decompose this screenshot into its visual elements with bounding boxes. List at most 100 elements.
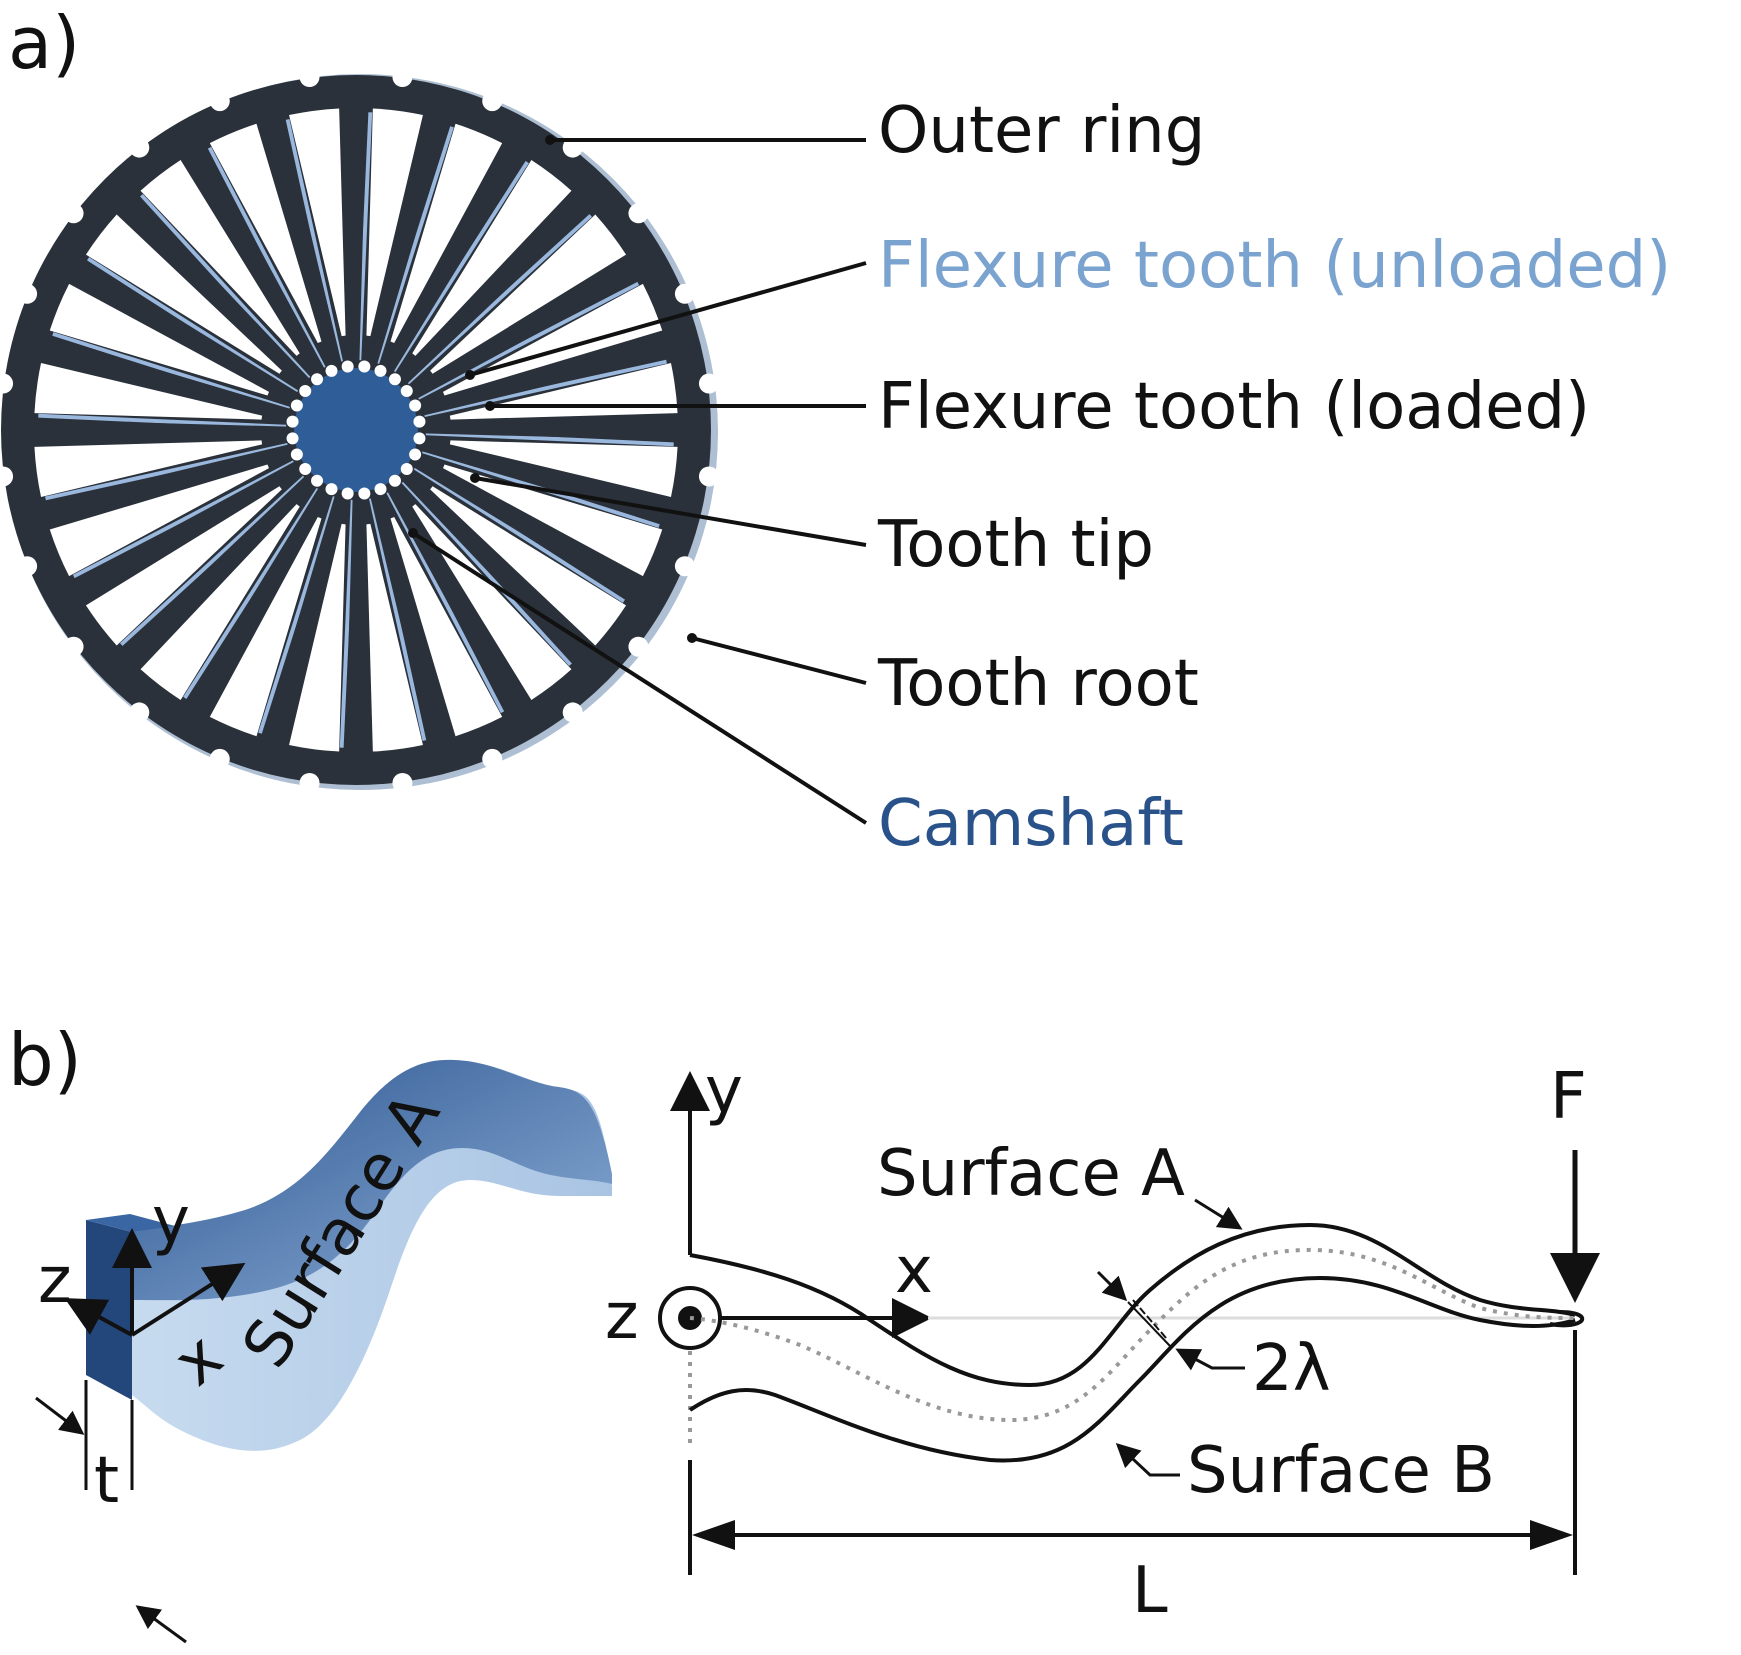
unloaded-tooth — [207, 146, 326, 369]
camshaft-notch — [388, 373, 401, 386]
loaded-tooth — [121, 475, 311, 665]
outer-ring-notch — [482, 91, 503, 112]
unloaded-tooth — [72, 460, 295, 579]
outer-ring-notch — [63, 636, 84, 657]
outer-ring-notch — [299, 67, 320, 88]
loaded-tooth — [345, 108, 367, 363]
force-label: F — [1550, 1060, 1587, 1134]
outer-ring-notch — [63, 203, 84, 224]
surface-a-leader — [1194, 1198, 1243, 1230]
outer-ring-notch — [392, 772, 413, 793]
loaded-tooth — [42, 444, 292, 524]
surface-b-leader — [1115, 1442, 1180, 1477]
camshaft-notch — [413, 432, 426, 445]
length-arrow-right — [1530, 1520, 1573, 1550]
beam-front-face — [132, 1061, 612, 1451]
tooth-slot — [209, 123, 322, 344]
loaded-tooth — [401, 195, 591, 385]
camshaft-notch — [299, 385, 312, 398]
camshaft-notch — [286, 432, 299, 445]
loaded-tooth — [420, 444, 670, 524]
thickness-arrow-left — [35, 1396, 85, 1435]
outer-ring-notch — [628, 636, 649, 657]
camshaft-notch — [341, 360, 354, 373]
leader-flexure-unloaded — [469, 261, 867, 377]
tooth-root-label: Tooth root — [877, 647, 1199, 721]
camshaft-notch — [286, 415, 299, 428]
tooth-slot — [49, 464, 270, 577]
loaded-tooth — [34, 419, 289, 441]
unloaded-tooth — [87, 257, 299, 395]
leader-dot-flexure-loaded — [485, 401, 495, 411]
tooth-slot — [85, 486, 282, 646]
outer-ring-notch — [628, 203, 649, 224]
unloaded-tooth — [140, 193, 311, 380]
surface-a-label: Surface A — [877, 1137, 1185, 1211]
thickness-arrow-top — [1096, 1270, 1128, 1302]
unloaded-tooth — [386, 491, 505, 714]
outer-ring-notch — [562, 137, 583, 158]
tooth-slot — [209, 516, 322, 737]
outer-ring-notch — [0, 466, 14, 487]
outer-ring-notch — [674, 283, 695, 304]
axis-3d-z-label: z — [38, 1244, 72, 1318]
tooth-slot — [390, 123, 503, 344]
camshaft-notch — [374, 483, 387, 496]
surface-a-curve — [689, 1222, 1576, 1388]
tooth-slot — [412, 504, 572, 701]
camshaft-notch — [358, 360, 371, 373]
loaded-tooth — [72, 260, 299, 399]
tooth-slot — [34, 363, 263, 420]
camshaft-notch — [400, 385, 413, 398]
beam-top-surface — [132, 1059, 612, 1301]
tooth-slot — [34, 440, 263, 497]
loaded-tooth — [420, 336, 670, 416]
outer-ring-notch — [209, 748, 230, 769]
axes-3d — [64, 1228, 246, 1337]
callout-leaders — [408, 135, 868, 825]
beam-end-face — [86, 1220, 132, 1400]
length-label: L — [1132, 1554, 1168, 1628]
loaded-teeth — [34, 108, 678, 752]
camshaft-notch — [299, 462, 312, 475]
camshaft-hub — [294, 368, 418, 492]
unloaded-tooth — [406, 214, 593, 385]
tooth-slot — [412, 159, 572, 356]
tooth-slot — [140, 504, 300, 701]
axis-2d-y-label: y — [705, 1054, 743, 1128]
camshaft-notch — [409, 448, 422, 461]
outer-ring-notch — [0, 373, 14, 394]
camshaft-notch — [388, 474, 401, 487]
loaded-tooth — [186, 146, 325, 373]
panel-a-label: a) — [8, 1, 80, 85]
tooth-slot — [390, 516, 503, 737]
loaded-tooth — [387, 487, 526, 714]
camshaft-notch — [290, 399, 303, 412]
loaded-tooth — [387, 146, 526, 373]
surface-b-curve — [688, 1275, 1576, 1463]
outer-ring-notches — [0, 67, 719, 793]
unloaded-tooth — [401, 480, 572, 667]
flexure-gear — [0, 67, 719, 793]
unloaded-tooth — [45, 443, 289, 501]
camshaft-notch — [325, 364, 338, 377]
tooth-slots — [34, 108, 678, 752]
outer-ring-notch — [129, 702, 150, 723]
outer-ring-notch — [17, 556, 38, 577]
beam-tip — [1549, 1310, 1585, 1328]
leader-dot-camshaft — [408, 528, 418, 538]
unloaded-tooth — [285, 119, 343, 363]
tooth-slot — [366, 523, 423, 752]
unloaded-tooth — [119, 475, 306, 646]
axis-2d-x-label: x — [895, 1234, 933, 1308]
thickness-arrow-bottom — [1175, 1348, 1245, 1371]
loaded-tooth — [262, 116, 342, 366]
unloaded-tooth — [423, 359, 667, 417]
length-arrow-left — [692, 1520, 735, 1550]
axis-3d-x — [130, 1262, 246, 1337]
leader-dot-outer-ring — [545, 135, 555, 145]
axis-3d-z — [64, 1298, 133, 1337]
leader-dot-tooth-root — [687, 633, 697, 643]
camshaft-label: Camshaft — [878, 787, 1184, 861]
